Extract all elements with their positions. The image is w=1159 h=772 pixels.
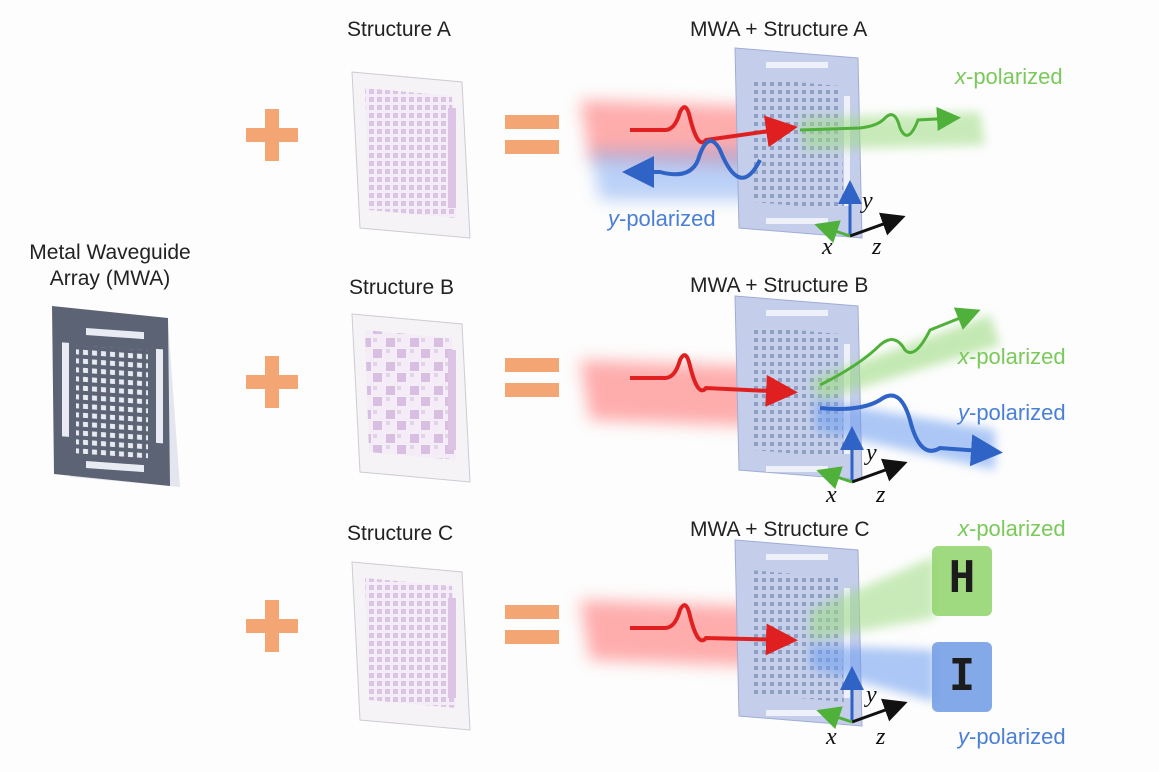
hologram-letter-i: I [948,650,976,701]
input-wave-b [630,353,798,407]
x-wave-a [799,106,961,137]
structure-a-plate [351,71,471,239]
axis-b-z: z [876,482,886,508]
structure-b-label: Structure B [349,276,455,299]
row-b-x-polarized: x-polarized [958,344,1066,369]
row-c-x-polarized: x-polarized [958,516,1066,541]
row-b-y-polarized: y-polarized [958,400,1066,425]
input-wave-a [630,105,798,148]
row-c-y-polarized: y-polarized [958,724,1066,749]
axis-a-z: z [872,234,882,260]
plus-sign-a [246,109,298,161]
structure-c-plate [351,561,471,731]
structure-a-label: Structure A [347,18,451,41]
combo-b-label: MWA + Structure B [690,274,869,297]
axis-c-z: z [876,724,886,750]
combo-b [580,295,1003,490]
axis-c-y: y [866,682,877,708]
equals-sign-b [505,358,559,397]
axis-b-y: y [866,440,877,466]
row-a-x-polarized: x-polarized [955,64,1063,89]
axis-a-x: x [822,234,833,260]
plus-sign-c [246,600,298,652]
equals-sign-c [505,605,559,644]
combo-c [580,539,992,730]
structure-b-plate [351,313,471,483]
y-wave-b [819,393,1003,467]
input-wave-c [630,603,798,656]
structure-c-label: Structure C [347,522,454,545]
mwa-label-line1: Metal Waveguide [29,241,191,264]
axis-c-x: x [826,724,837,750]
axis-b-x: x [826,482,837,508]
plus-sign-b [246,356,298,408]
hologram-letter-h: H [948,552,976,603]
equals-sign-a [505,115,559,154]
mwa-plate [52,306,180,487]
combo-a [580,47,985,244]
axis-a-y: y [862,188,873,214]
combo-a-label: MWA + Structure A [690,18,868,41]
x-wave-b [819,307,981,387]
mwa-label: Metal Waveguide Array (MWA) [20,240,200,292]
row-a-y-polarized: y-polarized [608,206,716,231]
y-wave-a [622,139,762,188]
mwa-label-line2: Array (MWA) [49,267,171,290]
combo-c-label: MWA + Structure C [690,518,870,541]
